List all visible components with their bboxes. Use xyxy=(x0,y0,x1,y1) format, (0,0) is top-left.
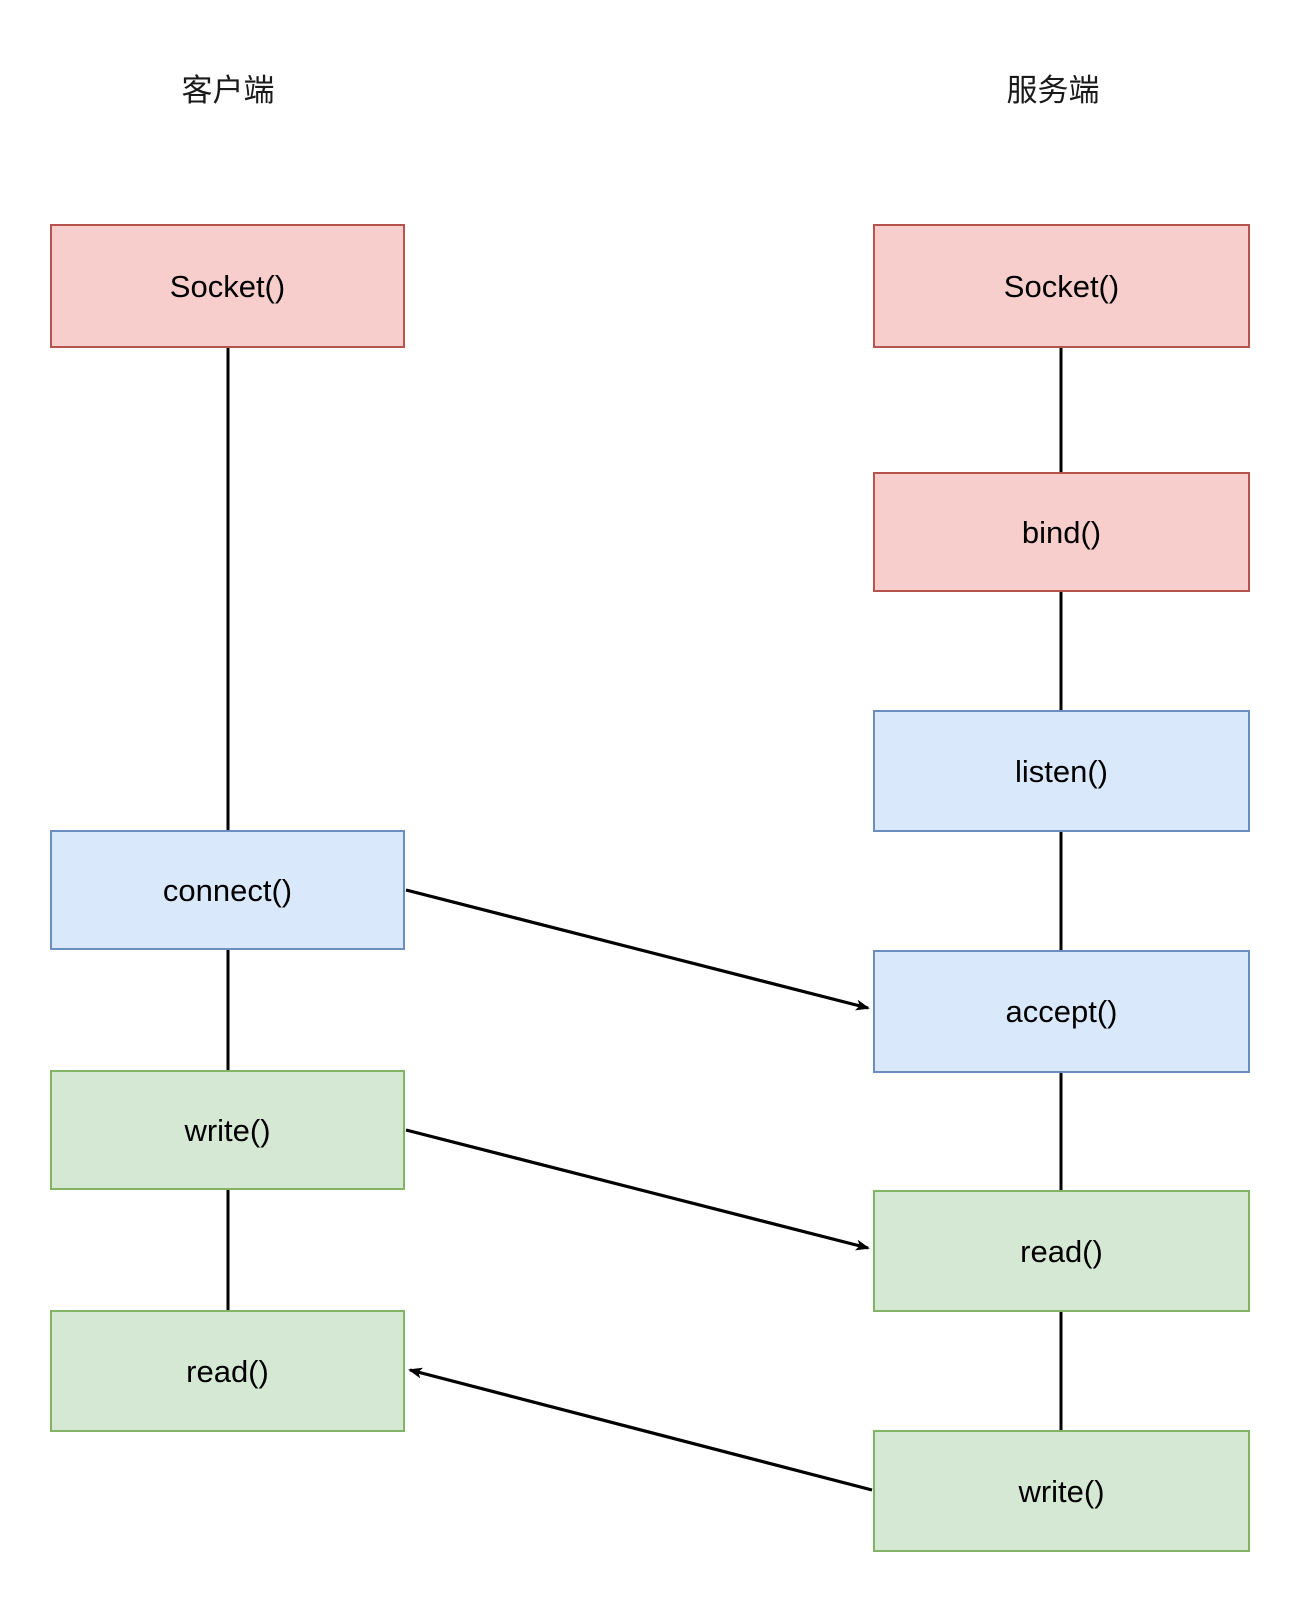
arrow-write-to-read xyxy=(405,1128,870,1251)
node-label: Socket() xyxy=(169,268,286,304)
column-header-client: 客户端 xyxy=(181,73,275,108)
node-server-accept[interactable]: accept() xyxy=(873,950,1250,1073)
node-client-read[interactable]: read() xyxy=(50,1310,405,1432)
node-server-write[interactable]: write() xyxy=(873,1430,1250,1552)
node-label: read() xyxy=(186,1353,269,1389)
vertical-connectors xyxy=(226,348,1063,1430)
node-server-socket[interactable]: Socket() xyxy=(873,224,1250,348)
node-client-write[interactable]: write() xyxy=(50,1070,405,1190)
node-client-socket[interactable]: Socket() xyxy=(50,224,405,348)
node-client-connect[interactable]: connect() xyxy=(50,830,405,950)
node-label: connect() xyxy=(162,872,293,908)
node-label: listen() xyxy=(1014,753,1108,789)
node-label: read() xyxy=(1020,1233,1103,1269)
node-label: Socket() xyxy=(1003,268,1120,304)
node-label: accept() xyxy=(1005,994,1118,1029)
node-server-read[interactable]: read() xyxy=(873,1190,1250,1312)
node-server-bind[interactable]: bind() xyxy=(873,472,1250,592)
column-header-server: 服务端 xyxy=(1006,73,1100,108)
arrow-connect-to-accept xyxy=(405,888,870,1011)
arrow-server-write-to-client-read xyxy=(408,1367,873,1492)
cross-arrows xyxy=(405,888,873,1492)
node-server-listen[interactable]: listen() xyxy=(873,710,1250,832)
node-label: bind() xyxy=(1021,514,1102,550)
node-label: write() xyxy=(184,1112,271,1148)
node-label: write() xyxy=(1018,1473,1105,1509)
